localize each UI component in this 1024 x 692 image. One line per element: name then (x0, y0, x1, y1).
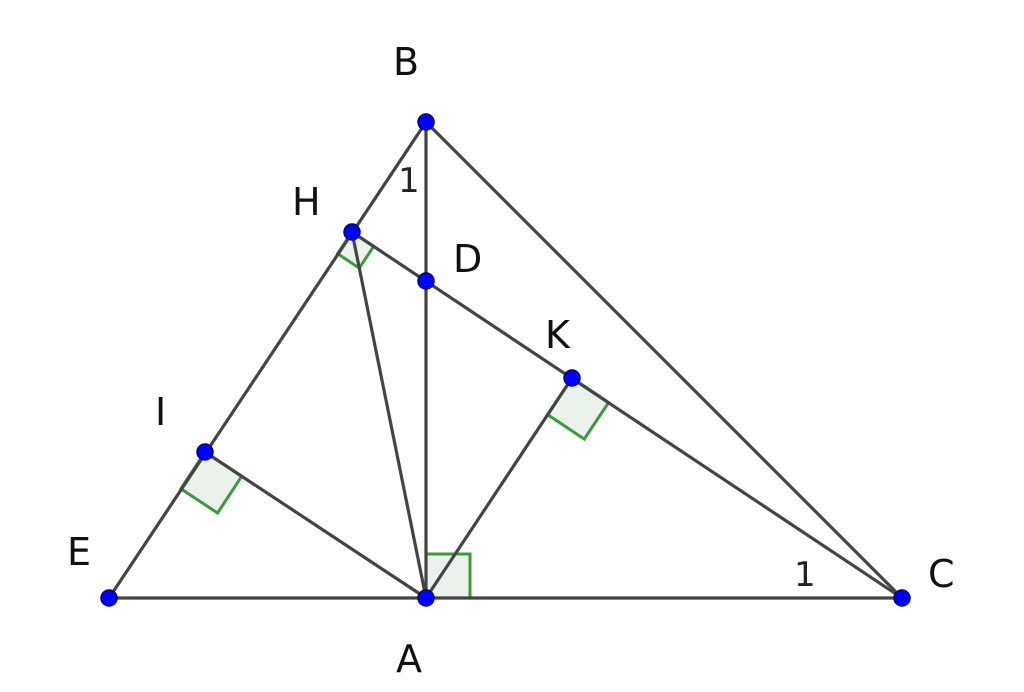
point-k[interactable] (563, 369, 581, 387)
point-labels: B H D K I E A C (67, 40, 955, 681)
point-e[interactable] (100, 589, 118, 607)
segment-be (107, 120, 428, 600)
segment-ha (350, 230, 428, 600)
point-a[interactable] (417, 589, 435, 607)
point-b[interactable] (417, 113, 435, 131)
point-label-i: I (155, 390, 166, 434)
point-label-c: C (928, 552, 955, 596)
point-label-d: D (453, 237, 482, 281)
point-label-e: E (67, 530, 91, 574)
segment-bc (424, 120, 904, 600)
point-d[interactable] (417, 272, 435, 290)
segment-ia (203, 450, 428, 600)
points (100, 113, 911, 607)
right-angle-marker-a (424, 552, 472, 600)
right-angle-marker-k (545, 375, 611, 442)
point-h[interactable] (343, 223, 361, 241)
right-angle-markers (178, 229, 611, 600)
point-label-b: B (393, 40, 419, 84)
angle-labels: 11 (398, 161, 816, 595)
point-c[interactable] (893, 589, 911, 607)
angle-b1-label: 1 (398, 161, 420, 201)
segments (107, 120, 904, 600)
point-label-k: K (545, 313, 571, 357)
point-label-h: H (292, 180, 321, 224)
segment-hc (350, 230, 904, 600)
segment-ka (424, 376, 574, 600)
angle-c1-label: 1 (794, 555, 816, 595)
right-angle-marker-i (178, 449, 244, 516)
point-i[interactable] (196, 443, 214, 461)
point-label-a: A (396, 637, 422, 681)
